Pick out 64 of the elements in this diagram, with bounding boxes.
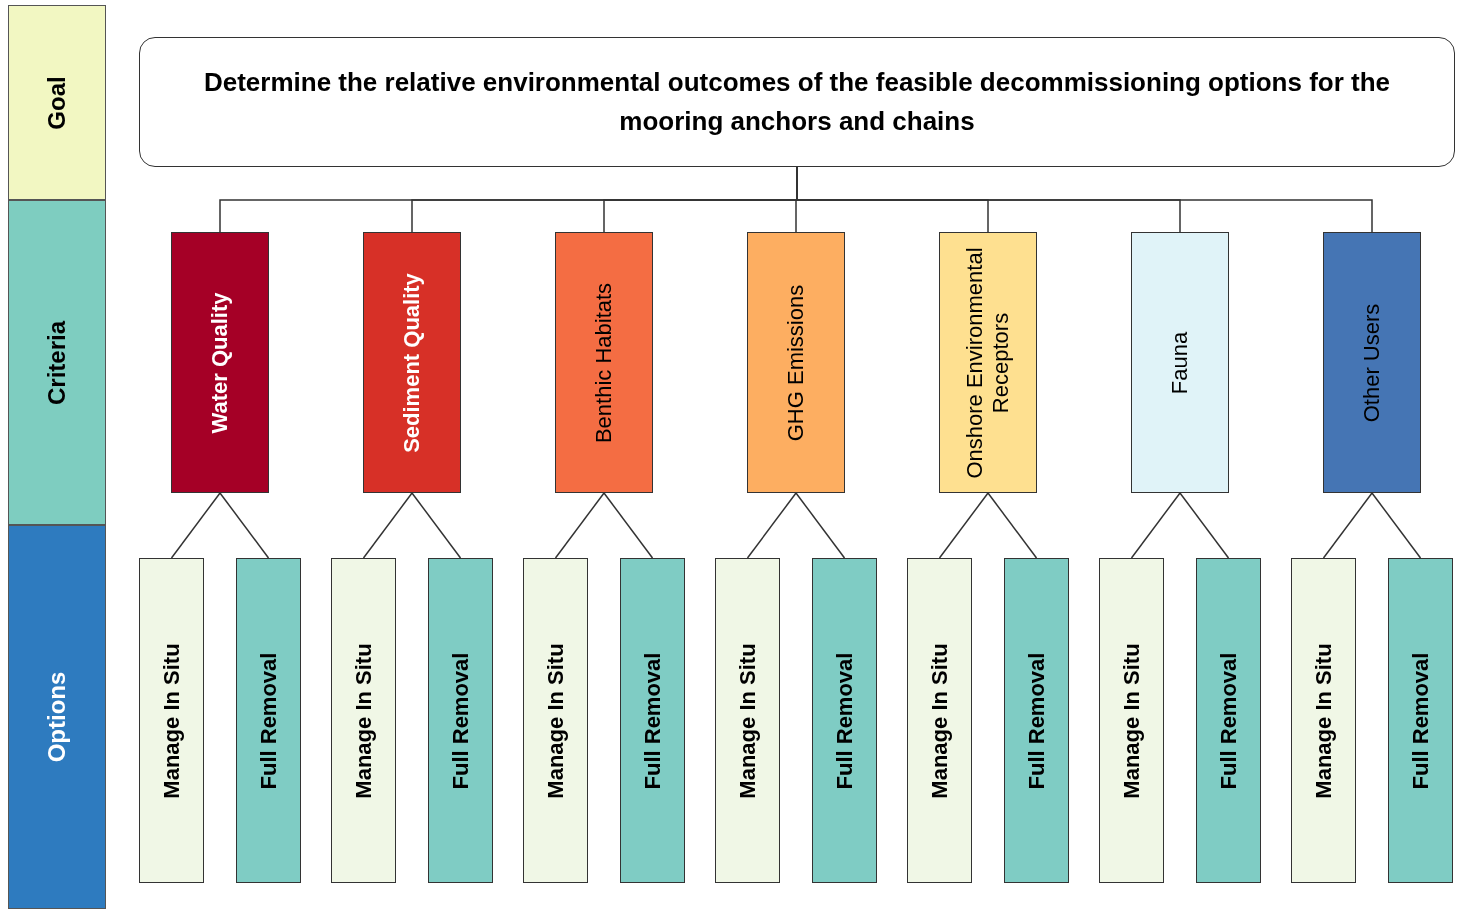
option-box [1388,558,1453,883]
criterion-box [747,232,845,493]
connector [987,492,1038,559]
option-label: Full Removal [255,651,282,791]
criterion-label: Other Users [1358,302,1385,424]
connector [938,492,989,559]
connector [603,492,654,559]
criterion-label: Fauna [1166,330,1193,396]
connector [411,492,462,559]
criterion-label: Sediment Quality [398,271,425,455]
connector [554,492,605,559]
option-box [907,558,972,883]
connector [219,492,270,559]
goal-text: Determine the relative environmental outcomes of the feasible decommissioning options for the mooring anchors and chains [202,66,1392,138]
option-label: Manage In Situ [1310,641,1337,801]
option-box [1004,558,1069,883]
criterion-label: Onshore Environmental Receptors [961,245,1014,481]
goal-box [139,37,1455,167]
connector [170,492,221,559]
option-label: Full Removal [831,651,858,791]
option-box [523,558,588,883]
criterion-box [1323,232,1421,493]
option-box [428,558,493,883]
row-band [8,5,106,200]
option-label: Manage In Situ [350,641,377,801]
option-label: Manage In Situ [1118,641,1145,801]
connector [1371,492,1422,559]
connector [362,492,413,559]
criterion-box [555,232,653,493]
option-label: Manage In Situ [542,641,569,801]
option-label: Manage In Situ [158,641,185,801]
criterion-label: Water Quality [206,291,233,436]
criterion-label: Benthic Habitats [590,281,617,445]
option-box [1196,558,1261,883]
option-label: Manage In Situ [926,641,953,801]
criterion-box [1131,232,1229,493]
option-label: Full Removal [1407,651,1434,791]
option-label: Full Removal [447,651,474,791]
criterion-box [171,232,269,493]
band-label: Criteria [42,319,71,407]
option-box [1099,558,1164,883]
option-label: Full Removal [1215,651,1242,791]
band-label: Goal [42,74,71,132]
option-label: Full Removal [639,651,666,791]
connector [1179,492,1230,559]
row-band [8,525,106,909]
band-label: Options [42,670,71,765]
row-band [8,200,106,525]
criterion-box [363,232,461,493]
option-box [1291,558,1356,883]
option-label: Manage In Situ [734,641,761,801]
connector [1322,492,1373,559]
option-box [236,558,301,883]
option-box [620,558,685,883]
option-box [812,558,877,883]
connector [746,492,797,559]
option-box [331,558,396,883]
criterion-box [939,232,1037,493]
option-box [715,558,780,883]
criterion-label: GHG Emissions [782,283,809,443]
connector [1130,492,1181,559]
connector [795,492,846,559]
option-box [139,558,204,883]
option-label: Full Removal [1023,651,1050,791]
